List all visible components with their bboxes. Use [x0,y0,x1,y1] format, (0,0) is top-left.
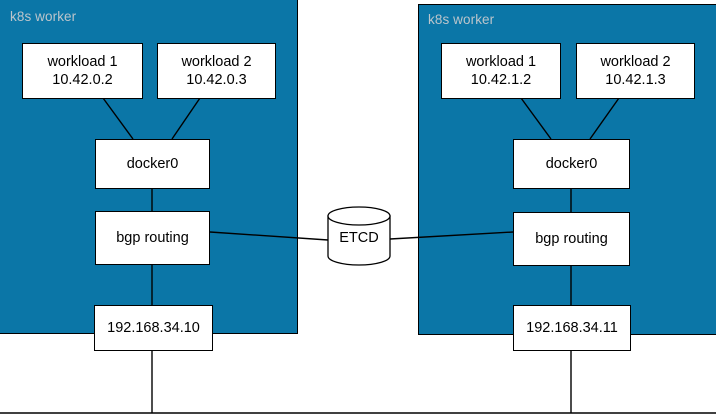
node-left-docker0[interactable]: docker0 [95,139,210,189]
edge-etcd-right-bgp [389,231,514,240]
node-right-bgp-routing[interactable]: bgp routing [513,212,630,266]
node-right-bgp-routing-label: bgp routing [535,231,608,247]
worker-label-right: k8s worker [428,12,495,27]
node-left-bgp-routing-label: bgp routing [116,230,189,246]
node-left-bgp-routing[interactable]: bgp routing [95,211,210,265]
node-left-host-ip[interactable]: 192.168.34.10 [94,305,213,351]
node-left-docker0-label: docker0 [126,156,179,172]
node-right-workload-1[interactable]: workload 1 10.42.1.2 [441,43,561,99]
node-right-workload-1-ip: 10.42.1.2 [470,72,532,88]
node-right-workload-2-ip: 10.42.1.3 [605,72,666,88]
etcd-cylinder-icon [327,206,391,266]
node-left-workload-2[interactable]: workload 2 10.42.0.3 [157,43,276,99]
node-right-workload-1-name: workload 1 [465,54,537,70]
node-right-host-ip-label: 192.168.34.11 [526,320,618,336]
node-right-workload-2-name: workload 2 [600,54,671,70]
edge-right-workload2-docker0 [589,97,620,140]
node-left-workload-2-name: workload 2 [181,54,252,70]
node-right-host-ip[interactable]: 192.168.34.11 [513,305,631,351]
edge-right-workload1-docker0 [520,97,552,140]
node-right-docker0-label: docker0 [545,156,598,172]
edge-left-workload2-docker0 [171,97,201,140]
edge-left-bgp-etcd [209,231,329,241]
node-left-workload-2-ip: 10.42.0.3 [186,72,247,88]
node-left-host-ip-label: 192.168.34.10 [107,320,200,336]
node-left-workload-1[interactable]: workload 1 10.42.0.2 [22,43,143,99]
node-right-docker0[interactable]: docker0 [513,139,630,189]
node-right-workload-2[interactable]: workload 2 10.42.1.3 [576,43,695,99]
etcd-datastore: ETCD [327,206,391,266]
node-left-workload-1-ip: 10.42.0.2 [52,72,113,88]
etcd-label: ETCD [339,230,379,246]
worker-label-left: k8s worker [10,9,77,24]
node-left-workload-1-name: workload 1 [47,54,118,70]
edge-left-workload1-docker0 [102,97,134,140]
